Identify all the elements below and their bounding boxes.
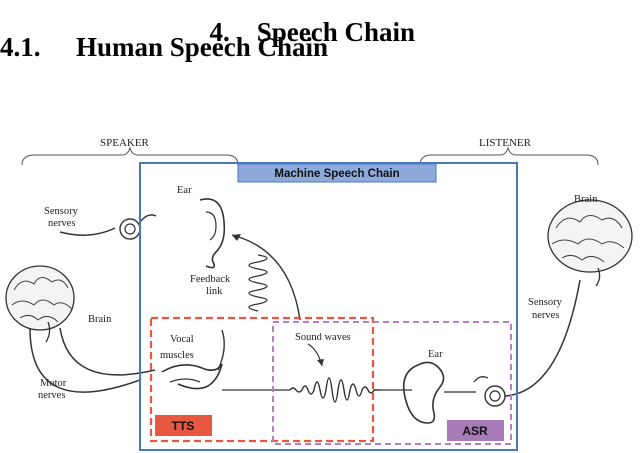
brain-left-label: Brain — [88, 314, 112, 325]
feedback-arrow-head-icon — [232, 234, 241, 241]
speaker-ear-icon — [199, 198, 226, 269]
sensory-nerves-right-label: Sensory nerves — [528, 297, 564, 321]
tts-badge — [155, 415, 212, 436]
tts-region — [149, 316, 375, 443]
right-brain-icon — [547, 199, 633, 287]
listener-label: LISTENER — [479, 137, 532, 149]
chapter-title: Speech Chain — [256, 17, 416, 47]
chapter-heading: 4. Speech Chain — [196, 0, 416, 48]
sound-wave-graphic — [289, 377, 380, 403]
tts-label: TTS — [172, 419, 195, 433]
section-title: Human Speech Chain — [76, 32, 329, 62]
machine-speech-chain-label-bg — [237, 163, 437, 183]
speaker-cochlea-icon — [119, 214, 157, 240]
section-number: 4.1. — [0, 32, 41, 62]
chapter-number: 4. — [209, 17, 230, 47]
machine-speech-chain-box — [139, 162, 518, 451]
feedback-arrow — [231, 234, 301, 321]
sensory-nerve-path-left — [59, 227, 116, 236]
listener-ear-icon — [402, 361, 476, 424]
listener-cochlea-icon — [473, 376, 506, 407]
listener-brace — [419, 146, 599, 166]
speaker-brace — [21, 146, 239, 166]
machine-speech-chain-label: Machine Speech Chain — [274, 168, 399, 180]
asr-badge — [447, 420, 504, 441]
ear-listener-label: Ear — [428, 349, 443, 360]
feedback-wave — [248, 254, 268, 312]
speaker-label: SPEAKER — [100, 137, 150, 149]
motor-nerves-label: Motor nerves — [38, 378, 69, 401]
sensory-nerves-left-label: Sensory nerves — [44, 206, 80, 229]
left-brain-icon — [5, 265, 75, 343]
ear-speaker-label: Ear — [177, 185, 192, 196]
vocal-tract-icon — [161, 329, 225, 390]
asr-label: ASR — [462, 424, 488, 438]
sound-waves-arrow-head-icon — [317, 359, 324, 366]
vocal-muscles-label: Vocal muscles — [160, 334, 196, 361]
brain-right-label: Brain — [574, 194, 598, 205]
feedback-link-label: Feedback link — [190, 274, 233, 297]
motor-nerve-path — [59, 327, 156, 376]
motor-nerve-path-lower — [29, 327, 141, 393]
sound-waves-label: Sound waves — [295, 332, 351, 343]
